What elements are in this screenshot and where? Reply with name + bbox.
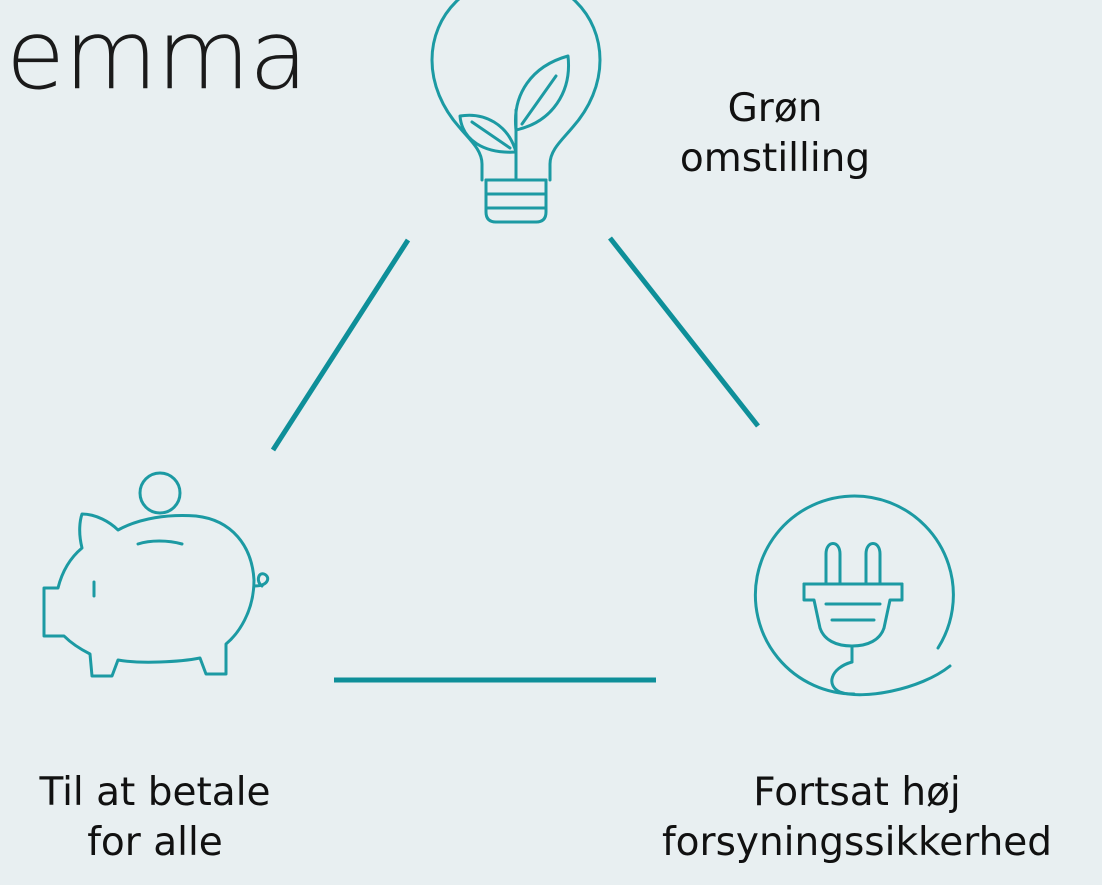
- node-label-top: Grøn omstilling: [679, 86, 871, 181]
- edge-top-left: [270, 238, 411, 452]
- edge-top-right: [608, 236, 760, 428]
- node-label-left: Til at betale for alle: [39, 770, 271, 865]
- piggy-bank-icon: [42, 471, 270, 678]
- node-label-right: Fortsat høj forsyningssikkerhed: [661, 770, 1053, 865]
- page-title: ergiens emma: [6, 0, 308, 111]
- lightbulb-leaf-icon: [430, 0, 602, 224]
- power-plug-icon: [753, 494, 955, 697]
